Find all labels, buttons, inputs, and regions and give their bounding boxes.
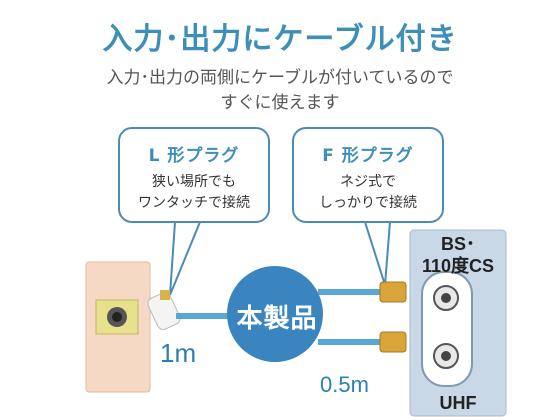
bs-cs-label: BS･ 110度CS	[408, 233, 508, 277]
bubble-f-pointer	[363, 221, 392, 286]
f-plug-heading: F 形プラグ	[322, 146, 414, 166]
bs-label-line-1: BS･	[440, 234, 475, 254]
output-cable-length: 0.5m	[320, 372, 369, 397]
f-plug-desc-1: ネジ式で	[340, 174, 396, 190]
product-label: 本製品	[236, 304, 318, 334]
page-title: 入力･出力にケーブル付き	[102, 22, 458, 57]
subtitle-line-1: 入力･出力の両側にケーブルが付いているので	[106, 68, 454, 88]
l-plug-desc-1: 狭い場所でも	[152, 174, 236, 190]
f-plug-top	[379, 281, 407, 303]
f-plug-desc-2: しっかりで接続	[319, 195, 417, 211]
input-cable-length: 1m	[160, 338, 197, 368]
uhf-label: UHF	[439, 393, 477, 413]
outlet-plate	[95, 299, 139, 335]
l-plug	[147, 291, 181, 331]
f-plug-callout: F 形プラグ ネジ式で しっかりで接続	[292, 127, 444, 223]
bs-label-line-2: 110度CS	[421, 256, 495, 276]
f-plug-bottom	[379, 331, 407, 353]
bubble-l-pointer	[169, 221, 202, 296]
l-plug-heading: L 形プラグ	[148, 146, 240, 166]
product-circle	[227, 266, 323, 362]
subtitle-line-2: すぐに使えます	[220, 93, 340, 113]
l-plug-callout: L 形プラグ 狭い場所でも ワンタッチで接続	[118, 127, 270, 223]
l-plug-desc-2: ワンタッチで接続	[138, 195, 250, 211]
page-subtitle: 入力･出力の両側にケーブルが付いているので すぐに使えます	[0, 66, 560, 116]
